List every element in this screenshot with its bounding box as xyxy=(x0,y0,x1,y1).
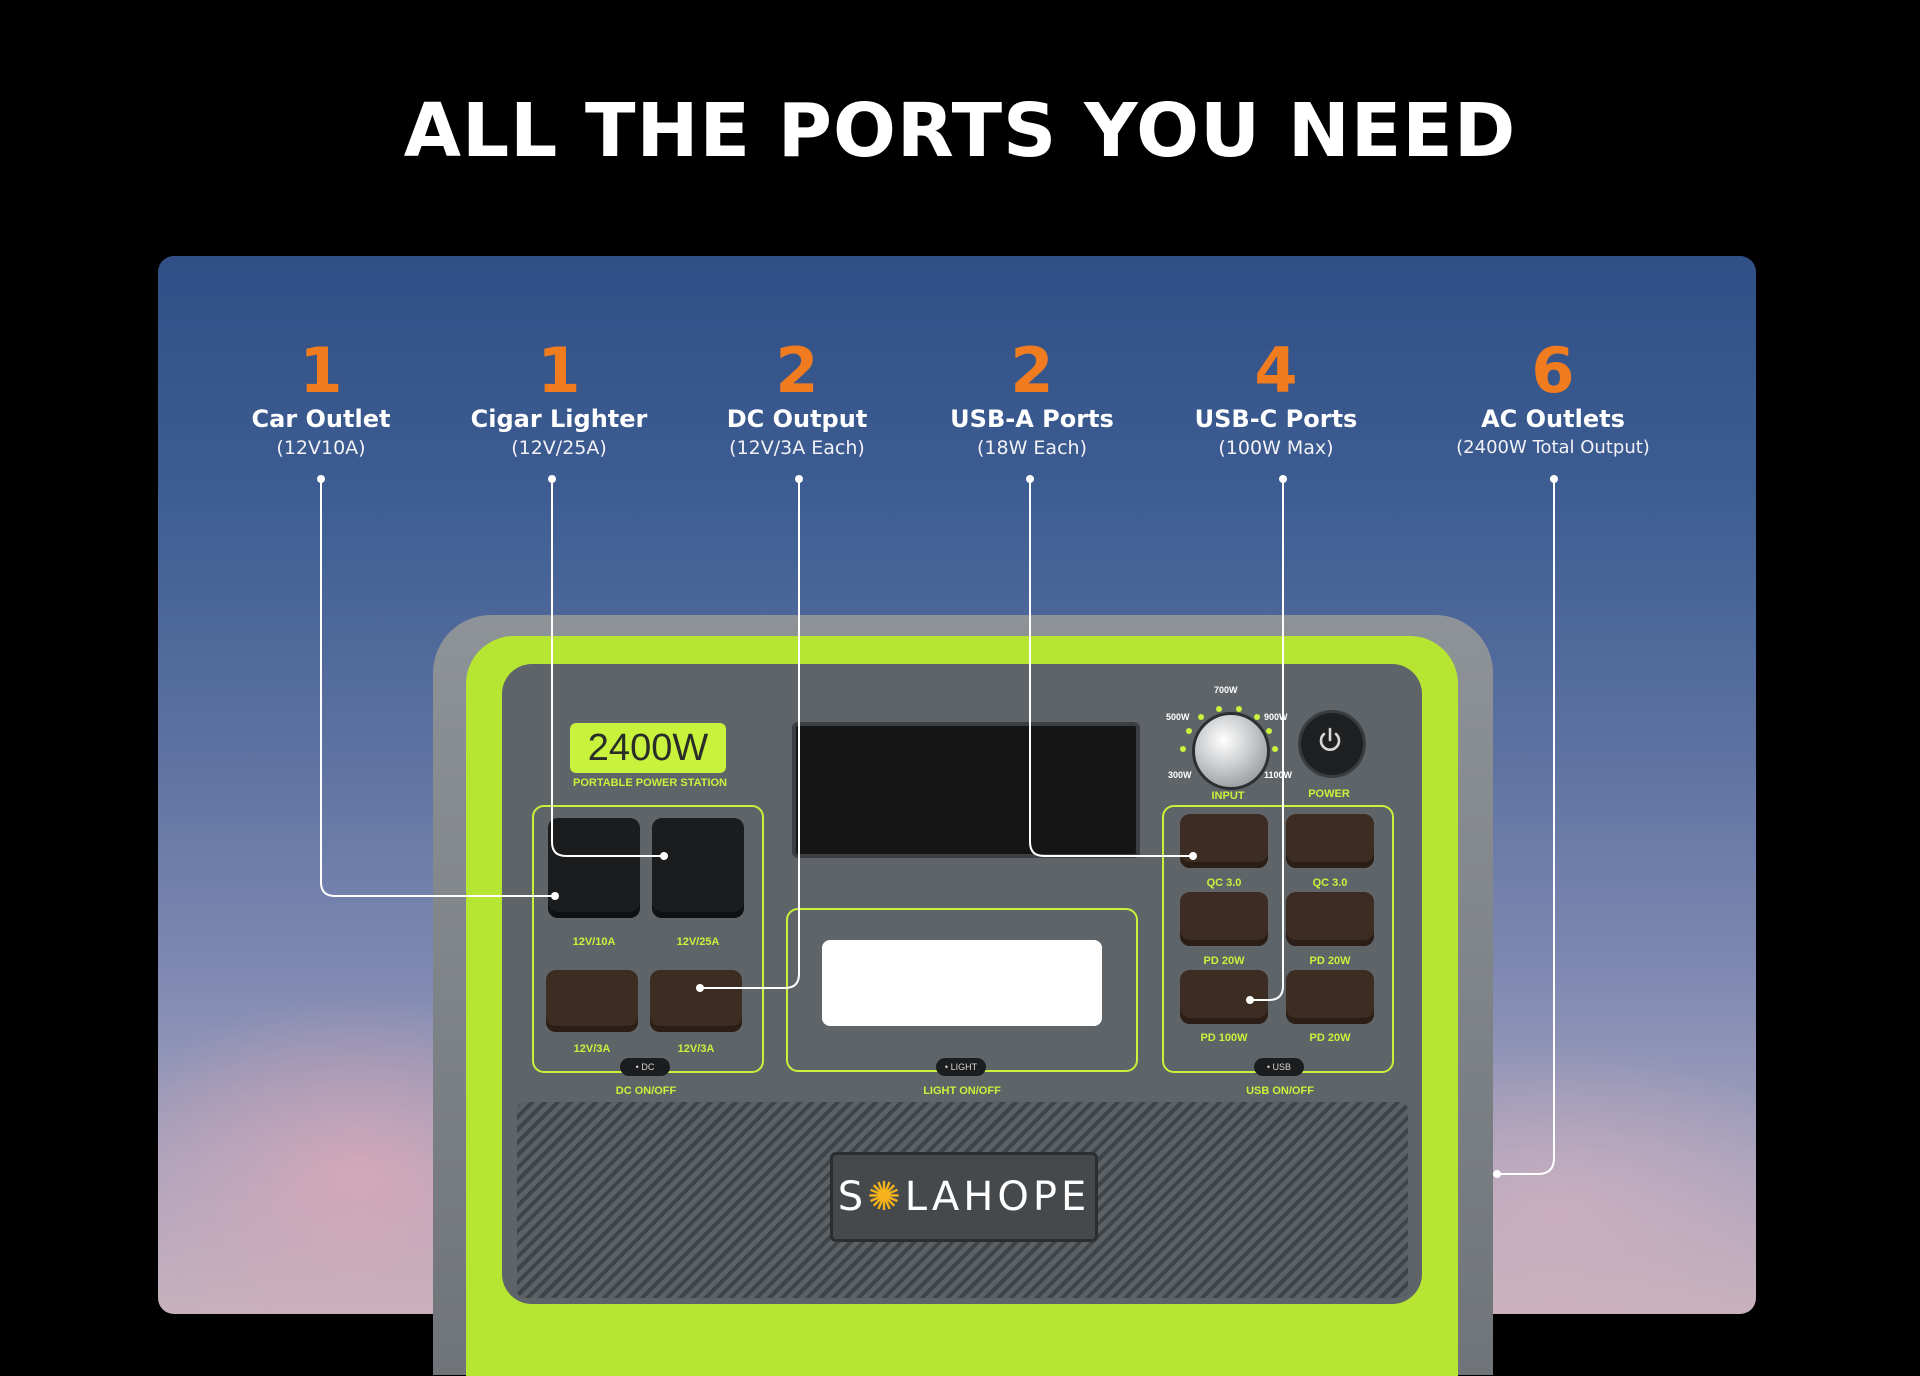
feature-name: DC Output xyxy=(726,405,868,433)
feature-count: 1 xyxy=(537,334,581,407)
power-label: POWER xyxy=(1308,788,1350,800)
port-label: QC 3.0 xyxy=(1206,877,1242,889)
car-outlet-port[interactable] xyxy=(548,818,640,918)
port-label: PD 20W xyxy=(1203,955,1245,967)
feature-cigar-lighter: 1 Cigar Lighter (12V/25A) xyxy=(429,338,689,462)
feature-spec: (12V10A) xyxy=(276,437,366,459)
brand-logo: S ✺ LAHOPE xyxy=(830,1152,1098,1242)
feature-count: 1 xyxy=(299,334,343,407)
knob-mark: 300W xyxy=(1168,770,1192,780)
leader-car-outlet xyxy=(320,479,555,897)
knob-dot xyxy=(1186,728,1192,734)
port-label: PD 20W xyxy=(1309,955,1351,967)
knob-dot xyxy=(1266,728,1272,734)
leader-usb-c xyxy=(1250,479,1284,1001)
leader-cigar-lighter xyxy=(551,479,664,857)
knob-dot xyxy=(1198,714,1204,720)
leader-dot xyxy=(1189,852,1197,860)
leader-ac-outlets xyxy=(1497,479,1555,1175)
port-label: 12V/3A xyxy=(677,1043,715,1055)
feature-usb-c-ports: 4 USB-C Ports (100W Max) xyxy=(1146,338,1406,462)
knob-label: INPUT xyxy=(1211,790,1245,802)
lcd-display xyxy=(792,722,1140,858)
leader-dot xyxy=(1026,475,1034,483)
led-light-panel xyxy=(822,940,1102,1026)
feature-spec: (12V/25A) xyxy=(511,437,607,459)
leader-dot xyxy=(696,984,704,992)
knob-dot xyxy=(1180,746,1186,752)
leader-dot xyxy=(551,892,559,900)
light-switch-label: LIGHT ON/OFF xyxy=(923,1085,1001,1097)
dc-switch-button[interactable]: • DC xyxy=(620,1058,670,1076)
dc-output-port[interactable] xyxy=(546,970,638,1032)
leader-dot xyxy=(660,852,668,860)
knob-mark: 900W xyxy=(1264,712,1288,722)
input-power-knob[interactable] xyxy=(1192,712,1270,790)
port-label: 12V/3A xyxy=(573,1043,611,1055)
feature-spec: (100W Max) xyxy=(1218,437,1334,459)
leader-dot xyxy=(795,475,803,483)
leader-dot xyxy=(1550,475,1558,483)
feature-name: Car Outlet xyxy=(251,405,391,433)
leader-dot xyxy=(1246,996,1254,1004)
feature-count: 6 xyxy=(1531,334,1575,407)
leader-dot xyxy=(1279,475,1287,483)
port-label: 12V/25A xyxy=(676,936,720,948)
leader-usb-a xyxy=(1029,479,1193,857)
leader-dc-output xyxy=(700,479,800,989)
port-label: PD 20W xyxy=(1309,1032,1351,1044)
port-label: 12V/10A xyxy=(572,936,616,948)
dc-switch-label: DC ON/OFF xyxy=(615,1085,677,1097)
feature-count: 2 xyxy=(1010,334,1054,407)
usb-a-port[interactable] xyxy=(1286,814,1374,868)
feature-name: Cigar Lighter xyxy=(470,405,648,433)
feature-name: AC Outlets xyxy=(1481,405,1625,433)
knob-mark: 700W xyxy=(1214,685,1238,695)
feature-spec: (18W Each) xyxy=(977,437,1087,459)
port-label: QC 3.0 xyxy=(1312,877,1348,889)
usb-c-port[interactable] xyxy=(1180,892,1268,946)
feature-car-outlet: 1 Car Outlet (12V10A) xyxy=(191,338,451,462)
cigar-lighter-port[interactable] xyxy=(652,818,744,918)
power-button[interactable] xyxy=(1298,710,1366,778)
capacity-badge-subtitle: PORTABLE POWER STATION xyxy=(573,777,727,789)
leader-dot xyxy=(1493,1170,1501,1178)
sun-icon: ✺ xyxy=(867,1174,905,1220)
dc-output-port[interactable] xyxy=(650,970,742,1032)
feature-ac-outlets: 6 AC Outlets (2400W Total Output) xyxy=(1423,338,1683,462)
feature-dc-output: 2 DC Output (12V/3A Each) xyxy=(667,338,927,462)
knob-dot xyxy=(1254,714,1260,720)
feature-name: USB-A Ports xyxy=(950,405,1114,433)
usb-c-port[interactable] xyxy=(1286,892,1374,946)
usb-c-port[interactable] xyxy=(1286,970,1374,1024)
leader-dot xyxy=(317,475,325,483)
capacity-badge: 2400W xyxy=(570,723,726,773)
feature-usb-a-ports: 2 USB-A Ports (18W Each) xyxy=(902,338,1162,462)
page-headline: ALL THE PORTS YOU NEED xyxy=(403,88,1517,174)
knob-dot xyxy=(1236,706,1242,712)
knob-dot xyxy=(1216,706,1222,712)
knob-mark: 500W xyxy=(1166,712,1190,722)
knob-dot xyxy=(1272,746,1278,752)
brand-logo-text: LAHOPE xyxy=(904,1174,1091,1220)
usb-c-port[interactable] xyxy=(1180,970,1268,1024)
usb-switch-label: USB ON/OFF xyxy=(1246,1085,1314,1097)
power-icon xyxy=(1319,727,1341,751)
brand-logo-letter: S xyxy=(837,1174,868,1220)
usb-switch-button[interactable]: • USB xyxy=(1254,1058,1304,1076)
light-switch-button[interactable]: • LIGHT xyxy=(936,1058,986,1076)
feature-count: 4 xyxy=(1254,334,1298,407)
port-label: PD 100W xyxy=(1200,1032,1248,1044)
feature-name: USB-C Ports xyxy=(1194,405,1358,433)
feature-spec: (12V/3A Each) xyxy=(729,437,865,459)
knob-mark: 1100W xyxy=(1264,770,1293,780)
feature-count: 2 xyxy=(775,334,819,407)
feature-spec: (2400W Total Output) xyxy=(1456,437,1650,458)
leader-dot xyxy=(548,475,556,483)
